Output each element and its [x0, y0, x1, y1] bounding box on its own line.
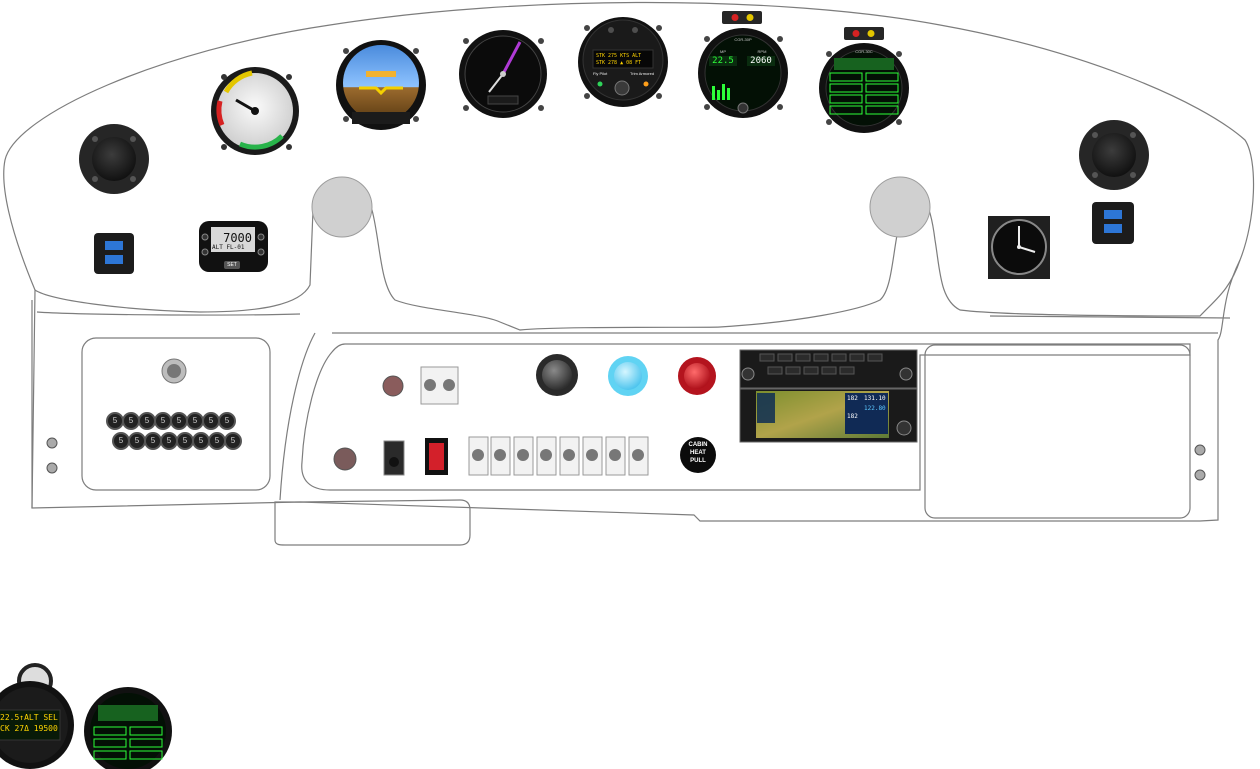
thumbnail-engine-monitor-icon — [84, 687, 172, 769]
right-air-vent-icon[interactable] — [1079, 120, 1149, 190]
gps-heading-bottom: 182 — [847, 413, 858, 420]
transponder-mode-line: ALT FL-01 — [212, 244, 245, 251]
autopilot-icon[interactable] — [578, 17, 668, 107]
rocker-switch[interactable] — [425, 438, 448, 475]
autopilot-left-label: Fly Pilot — [593, 71, 608, 76]
gps-frequency-standby: 122.80 — [864, 405, 886, 412]
toggle-switch-levers — [472, 449, 644, 461]
autopilot-line-2: STK 278 ▲ 08 FT — [596, 60, 642, 66]
panel-outline — [3, 1, 1255, 546]
audio-panel-device[interactable] — [739, 349, 918, 389]
left-side-jacks[interactable] — [46, 437, 58, 474]
cgr-ecu-rpm-label: RPM — [757, 49, 767, 54]
gps-frequency-active: 131.10 — [864, 395, 886, 402]
gps-heading-top: 182 — [847, 395, 858, 402]
right-usb-port-icon[interactable] — [1092, 202, 1134, 244]
autopilot-line-1: STK 275 KTS ALT — [596, 53, 642, 59]
left-yoke-hole — [311, 176, 373, 238]
push-button-cyan-icon[interactable] — [608, 356, 648, 396]
push-button-grey-icon[interactable] — [536, 354, 578, 396]
master-toggles[interactable] — [420, 366, 459, 405]
attitude-icon — [336, 40, 426, 130]
right-yoke-hole — [869, 176, 931, 238]
circuit-breaker-button[interactable]: 5 — [128, 432, 146, 450]
thumbnail-autopilot-icon — [0, 681, 74, 769]
center-subpanel — [301, 343, 1191, 491]
gps-navigator-device[interactable] — [739, 388, 918, 443]
transponder-set-button[interactable]: SET — [227, 262, 237, 268]
small-knob-bottom[interactable] — [333, 447, 357, 471]
ignition-switch[interactable] — [383, 440, 405, 476]
right-subpanel — [924, 344, 1191, 519]
circuit-breaker-button[interactable]: 5 — [224, 432, 242, 450]
airspeed-icon — [211, 67, 299, 155]
engine-monitor-secondary-icon — [819, 27, 909, 133]
transponder-device[interactable] — [199, 221, 268, 272]
autopilot-right-label: Trim Armored — [630, 71, 655, 76]
cabin-heat-line-3: PULL — [690, 458, 706, 464]
cgr-ecu-rpm-value: 2060 — [750, 56, 772, 66]
cabin-heat-knob[interactable] — [680, 437, 716, 473]
circuit-breaker-button[interactable]: 5 — [112, 432, 130, 450]
right-side-jacks[interactable] — [1194, 444, 1206, 481]
clock-icon — [988, 216, 1050, 279]
engine-monitor-icon — [698, 11, 788, 118]
left-subpanel — [81, 337, 271, 491]
cabin-heat-label: CABIN HEAT PULL — [684, 441, 712, 465]
fuel-selector-icon[interactable] — [161, 358, 187, 384]
circuit-breaker-button[interactable]: 5 — [154, 412, 172, 430]
cgr-ecu-mp-label: MP — [720, 49, 726, 54]
cabin-heat-line-1: CABIN — [688, 442, 708, 448]
thumbnail-autopilot-line-1: 22.5↑ALT SEL — [0, 713, 58, 722]
push-button-red-icon[interactable] — [678, 357, 716, 395]
thumbnail-autopilot-line-2: CK 27Δ 19500 — [0, 724, 58, 733]
altimeter-icon — [459, 30, 547, 118]
cgr-ecu-title: CGR-30P — [734, 37, 752, 42]
circuit-breaker-button[interactable]: 5 — [218, 412, 236, 430]
cgr-ecu-mp-value: 22.5 — [712, 56, 734, 66]
cgr-engine-title: CGR-30C — [855, 49, 873, 54]
small-knob-top[interactable] — [382, 375, 404, 397]
left-usb-port-icon[interactable] — [94, 233, 134, 274]
cabin-heat-line-2: HEAT — [690, 450, 706, 456]
left-air-vent-icon[interactable] — [79, 124, 149, 194]
transponder-code: 7000 — [223, 231, 252, 245]
circuit-breaker-button[interactable]: 5 — [106, 412, 124, 430]
